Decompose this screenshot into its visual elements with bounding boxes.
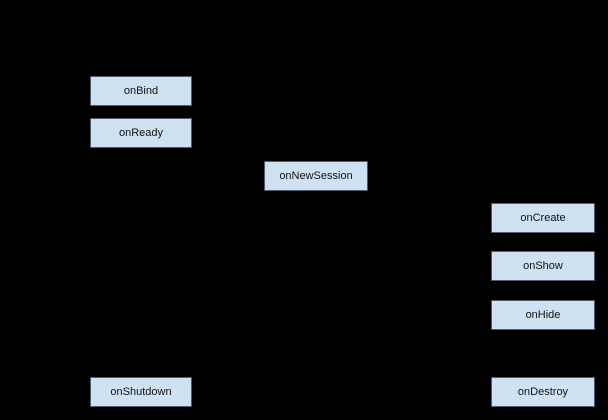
node-ondestroy: onDestroy	[491, 377, 595, 407]
node-onbind: onBind	[90, 76, 192, 106]
node-onshutdown: onShutdown	[90, 377, 192, 407]
node-onshow: onShow	[491, 251, 595, 281]
node-onready: onReady	[90, 118, 192, 148]
node-onnewsession: onNewSession	[264, 161, 368, 191]
node-onhide: onHide	[491, 300, 595, 330]
node-oncreate: onCreate	[491, 203, 595, 233]
